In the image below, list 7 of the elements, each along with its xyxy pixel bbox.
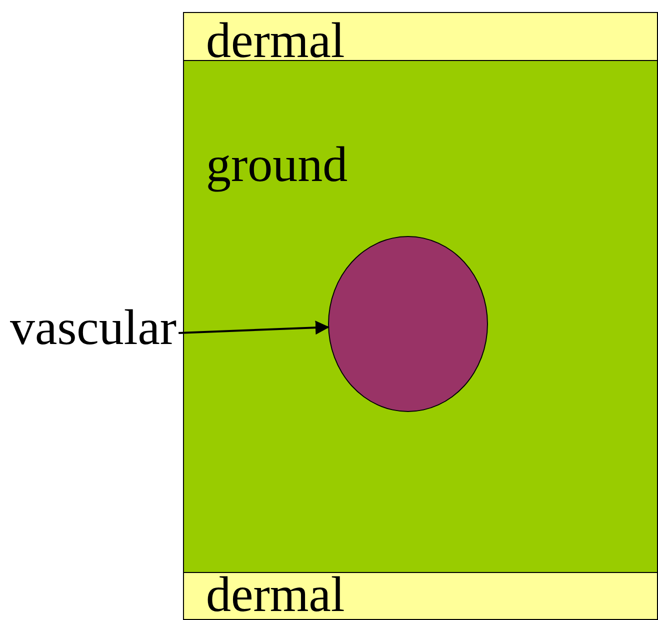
ground-region — [183, 60, 658, 573]
tissue-label: dermal — [206, 569, 345, 619]
arrow — [178, 320, 330, 335]
tissue-label: dermal — [206, 15, 345, 65]
dermal-band — [183, 12, 658, 61]
dermal-band — [183, 572, 658, 620]
tissue-label: vascular — [10, 302, 177, 352]
